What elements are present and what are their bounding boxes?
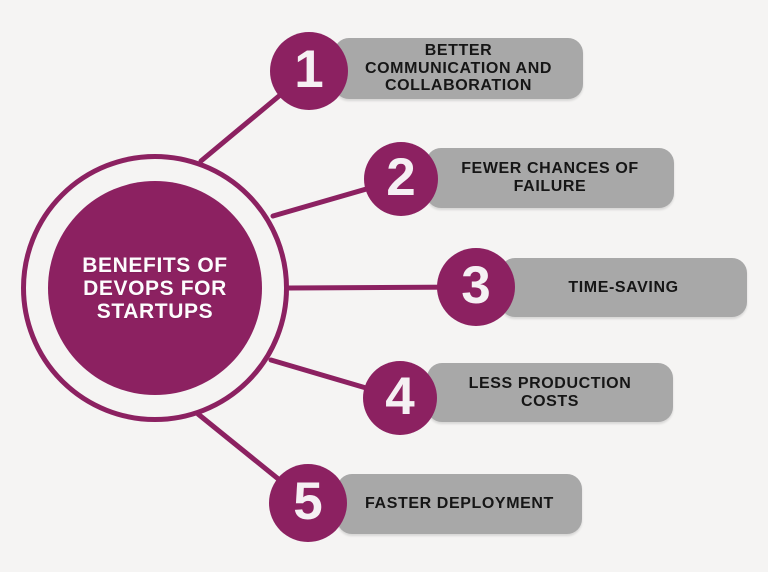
- diagram-title-line-2: DEVOPS FOR: [83, 276, 227, 300]
- benefit-label-2: FEWER CHANCES OF FAILURE: [461, 160, 639, 195]
- benefit-bar-2: FEWER CHANCES OF FAILURE: [426, 148, 674, 208]
- diagram-title-line-3: STARTUPS: [96, 299, 214, 323]
- benefit-number-4: 4: [385, 366, 415, 426]
- benefit-number-5: 5: [293, 471, 323, 531]
- benefit-bar-3: TIME-SAVING: [500, 258, 747, 317]
- benefit-number-circle-2: 2: [364, 142, 438, 216]
- benefit-number-1: 1: [294, 39, 324, 99]
- diagram-title: BENEFITS OF DEVOPS FOR STARTUPS: [82, 254, 227, 323]
- benefit-number-circle-3: 3: [437, 248, 515, 326]
- benefit-bar-4: LESS PRODUCTION COSTS: [427, 363, 673, 422]
- hub-circle: BENEFITS OF DEVOPS FOR STARTUPS: [48, 181, 262, 395]
- benefit-number-circle-1: 1: [270, 32, 348, 110]
- diagram-title-line-1: BENEFITS OF: [82, 253, 228, 277]
- benefit-label-4: LESS PRODUCTION COSTS: [468, 374, 632, 410]
- benefit-number-circle-4: 4: [363, 361, 437, 435]
- benefit-label-1: BETTER COMMUNICATION AND COLLABORATION: [364, 41, 553, 95]
- benefit-number-2: 2: [386, 147, 416, 207]
- benefit-bar-5: FASTER DEPLOYMENT: [337, 474, 582, 534]
- benefit-bar-1: BETTER COMMUNICATION AND COLLABORATION: [334, 38, 583, 99]
- benefit-label-5: FASTER DEPLOYMENT: [365, 495, 554, 513]
- benefit-number-circle-5: 5: [269, 464, 347, 542]
- benefit-label-3: TIME-SAVING: [568, 278, 679, 296]
- benefit-number-3: 3: [461, 255, 491, 315]
